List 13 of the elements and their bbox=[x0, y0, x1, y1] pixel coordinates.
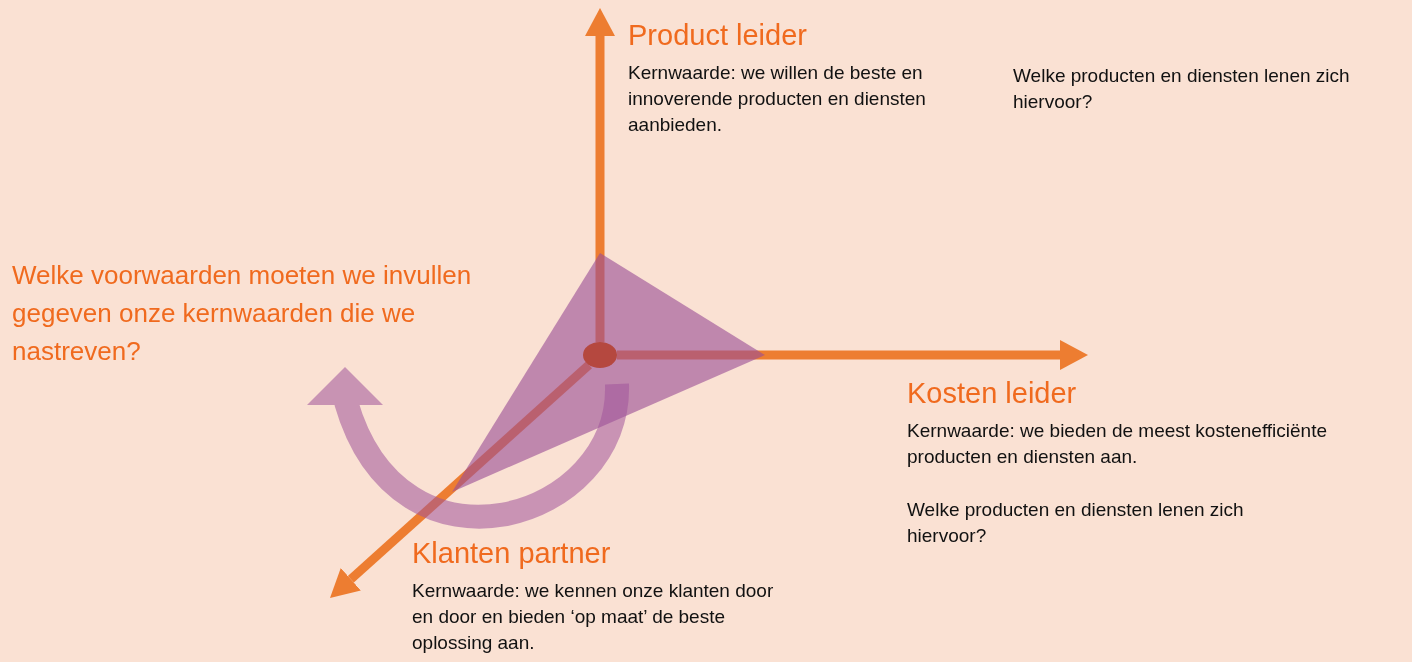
description-text: Kernwaarde: we kennen onze klanten door en door en bieden ‘op maat’ de beste oplossing aan. bbox=[412, 579, 775, 655]
question-text: Welke voorwaarden moeten we invullen gegeven onze kernwaarden die we nastreven? bbox=[12, 259, 473, 368]
description-text: Kernwaarde: we bieden de meest kostenefficiënte producten en diensten aan. bbox=[907, 419, 1329, 469]
heading: Kosten leider bbox=[907, 376, 1078, 410]
axis-arrow bbox=[585, 8, 615, 342]
heading: Product leider bbox=[628, 18, 808, 52]
axis-arrow bbox=[330, 361, 592, 598]
question-text: Welke producten en diensten lenen zich hiervoor? bbox=[1013, 64, 1351, 114]
center-dot bbox=[583, 342, 617, 368]
heading: Klanten partner bbox=[412, 536, 612, 570]
axis-arrow bbox=[617, 340, 1088, 370]
question-text: Welke producten en diensten lenen zich hiervoor? bbox=[907, 498, 1245, 548]
description-text: Kernwaarde: we willen de beste en innoverende producten en diensten aanbieden. bbox=[628, 61, 927, 137]
